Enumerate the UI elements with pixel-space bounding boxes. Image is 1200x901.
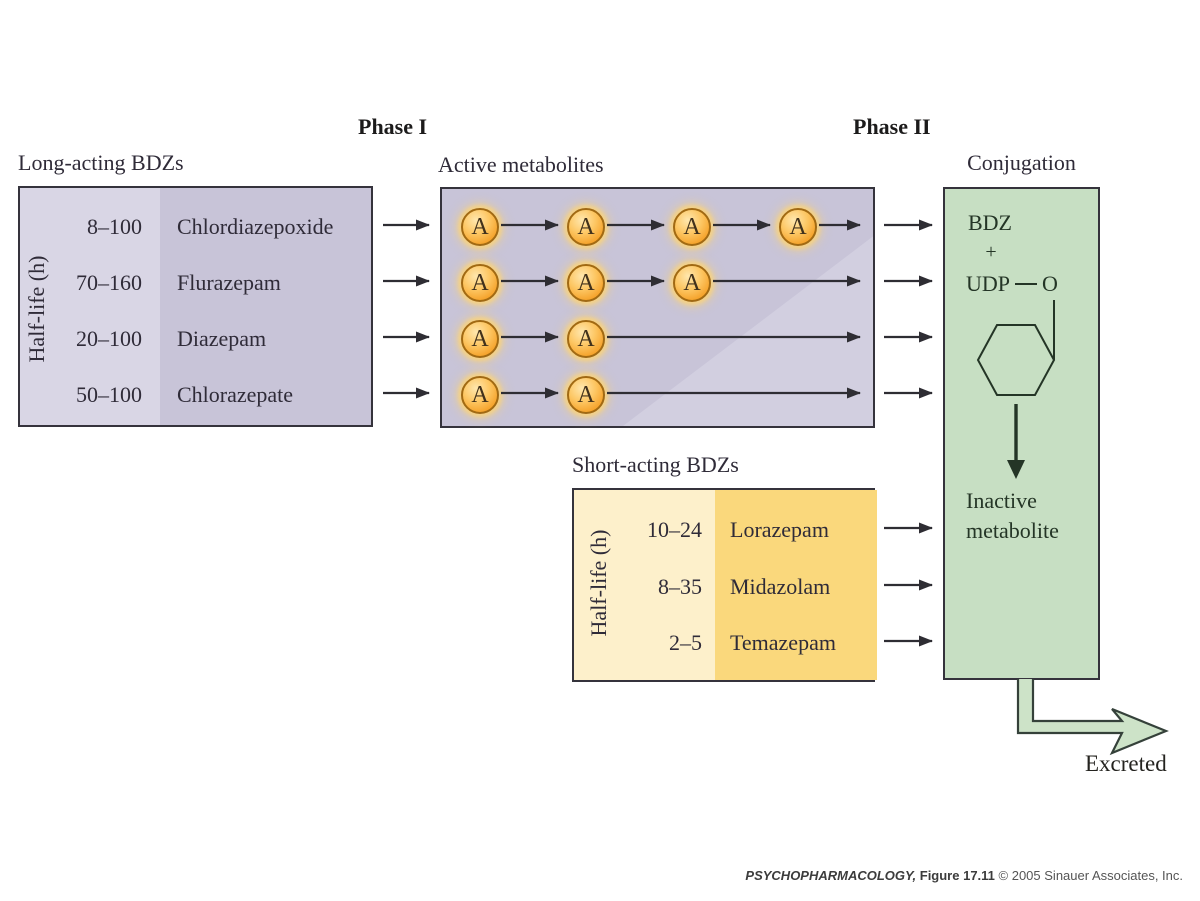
excreted-label: Excreted bbox=[1085, 751, 1167, 776]
table-row: 10–24 Lorazepam bbox=[574, 516, 873, 544]
drug-name: Chlorazepate bbox=[177, 382, 294, 407]
table-row: 20–100 Diazepam bbox=[20, 325, 371, 353]
drug-name: Chlordiazepoxide bbox=[177, 214, 334, 239]
half-life-value: 50–100 bbox=[76, 382, 142, 407]
figure-credit: PSYCHOPHARMACOLOGY, Figure 17.11 © 2005 … bbox=[745, 868, 1183, 883]
half-life-value: 8–100 bbox=[87, 214, 142, 239]
metabolite-circles-layer: A A A A A A A A A A A bbox=[442, 189, 873, 426]
metabolite-letter: A bbox=[577, 270, 595, 296]
inactive-metabolite-label: Inactive metabolite bbox=[966, 488, 1059, 543]
long-to-active-arrows bbox=[383, 219, 430, 399]
metabolite-letter: A bbox=[471, 270, 489, 296]
credit-figure-number: Figure 17.11 bbox=[919, 868, 995, 883]
bdz-label: BDZ bbox=[968, 210, 1012, 235]
metabolite-letter: A bbox=[683, 270, 701, 296]
table-row: 2–5 Temazepam bbox=[574, 629, 873, 657]
chemical-bond bbox=[1015, 283, 1038, 285]
long-acting-box: Half-life (h) 8–100 Chlordiazepoxide 70–… bbox=[18, 186, 373, 427]
active-metabolites-box: A A A A A A A A A A A bbox=[440, 187, 875, 428]
active-metabolite-circle: A bbox=[779, 208, 817, 246]
drug-name: Midazolam bbox=[730, 574, 831, 599]
short-acting-box: Half-life (h) 10–24 Lorazepam 8–35 Midaz… bbox=[572, 488, 877, 682]
metabolite-letter: A bbox=[577, 382, 595, 408]
metabolite-letter: A bbox=[471, 326, 489, 352]
active-metabolite-circle: A bbox=[567, 376, 605, 414]
long-acting-title: Long-acting BDZs bbox=[18, 150, 184, 175]
drug-name: Flurazepam bbox=[177, 270, 281, 295]
drug-name: Diazepam bbox=[177, 326, 267, 351]
short-acting-drug-strip bbox=[715, 490, 877, 680]
active-to-conjugation-arrows bbox=[884, 219, 933, 399]
udp-label: UDP bbox=[966, 271, 1011, 296]
credit-copyright: © 2005 Sinauer Associates, Inc. bbox=[998, 868, 1183, 883]
drug-name: Lorazepam bbox=[730, 517, 829, 542]
half-life-value: 2–5 bbox=[669, 630, 702, 655]
udp-o-group: UDP O bbox=[966, 271, 1058, 297]
active-metabolite-circle: A bbox=[461, 208, 499, 246]
conjugation-title: Conjugation bbox=[967, 150, 1076, 175]
active-metabolite-circle: A bbox=[461, 264, 499, 302]
active-metabolite-circle: A bbox=[461, 320, 499, 358]
half-life-value: 8–35 bbox=[658, 574, 702, 599]
table-row: 50–100 Chlorazepate bbox=[20, 381, 371, 409]
metabolite-letter: A bbox=[577, 326, 595, 352]
plus-sign: + bbox=[985, 241, 997, 263]
conjugation-box bbox=[943, 187, 1100, 680]
long-acting-halflife-strip bbox=[20, 188, 160, 425]
active-metabolite-circle: A bbox=[567, 264, 605, 302]
excretion-channel-arrow bbox=[1016, 679, 1169, 756]
active-metabolite-circle: A bbox=[567, 208, 605, 246]
metabolite-letter: A bbox=[471, 214, 489, 240]
long-acting-axis-label: Half-life (h) bbox=[24, 255, 49, 363]
active-metabolites-title: Active metabolites bbox=[438, 152, 604, 177]
active-metabolite-circle: A bbox=[673, 208, 711, 246]
drug-name: Temazepam bbox=[730, 630, 836, 655]
metabolite-letter: A bbox=[683, 214, 701, 240]
metabolite-letter: A bbox=[471, 382, 489, 408]
metabolite-letter: A bbox=[789, 214, 807, 240]
short-acting-title: Short-acting BDZs bbox=[572, 452, 739, 477]
short-to-conjugation-arrows bbox=[884, 522, 933, 647]
half-life-value: 10–24 bbox=[647, 517, 702, 542]
oxygen-label: O bbox=[1042, 271, 1058, 296]
half-life-value: 20–100 bbox=[76, 326, 142, 351]
phase2-title: Phase II bbox=[853, 114, 931, 139]
metabolite-letter: A bbox=[577, 214, 595, 240]
table-row: 8–35 Midazolam bbox=[574, 573, 873, 601]
active-metabolite-circle: A bbox=[673, 264, 711, 302]
active-metabolite-circle: A bbox=[461, 376, 499, 414]
table-row: 70–160 Flurazepam bbox=[20, 269, 371, 297]
phase1-title: Phase I bbox=[358, 114, 428, 139]
active-metabolite-circle: A bbox=[567, 320, 605, 358]
credit-book-title: PSYCHOPHARMACOLOGY, bbox=[745, 868, 917, 883]
half-life-value: 70–160 bbox=[76, 270, 142, 295]
table-row: 8–100 Chlordiazepoxide bbox=[20, 213, 371, 241]
